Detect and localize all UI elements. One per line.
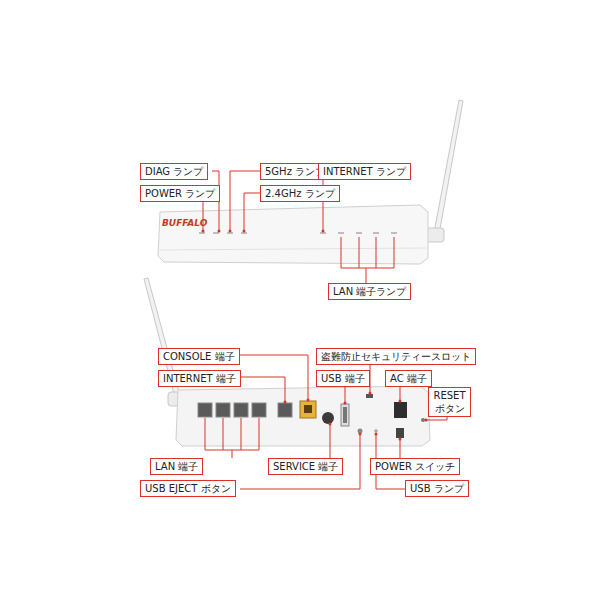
callout-text: USB 端子 xyxy=(321,373,365,384)
port-callout: SERVICE 端子 xyxy=(268,458,343,475)
lamp-callout: USB ランプ xyxy=(405,480,469,497)
callout-text: LAN 端子 xyxy=(155,461,198,472)
port-callout: AC 端子 xyxy=(385,370,432,387)
callout-text: POWER ランプ xyxy=(145,188,215,199)
lamp-callout: LAN 端子ランプ xyxy=(328,283,411,300)
brand-logo: BUFFALO xyxy=(162,218,207,228)
callout-text: INTERNET 端子 xyxy=(163,373,236,384)
port-callout: CONSOLE 端子 xyxy=(158,348,240,365)
callout-text: INTERNET ランプ xyxy=(323,166,406,177)
button-callout: RESET ボタン xyxy=(428,387,471,417)
lamp-callout: 2.4GHz ランプ xyxy=(260,185,340,202)
lamp-callout: INTERNET ランプ xyxy=(318,163,411,180)
callout-text: 盗難防止セキュリティースロット xyxy=(321,351,471,362)
callout-text: USB ランプ xyxy=(410,483,464,494)
lamp-callout: POWER ランプ xyxy=(140,185,220,202)
slot-callout: 盗難防止セキュリティースロット xyxy=(316,348,476,365)
lamp-callout: DIAG ランプ xyxy=(140,163,208,180)
callout-text: POWER スイッチ xyxy=(375,461,455,472)
switch-callout: POWER スイッチ xyxy=(370,458,460,475)
port-callout: INTERNET 端子 xyxy=(158,370,241,387)
button-callout: USB EJECT ボタン xyxy=(140,480,236,497)
callout-text: SERVICE 端子 xyxy=(273,461,338,472)
callout-text: DIAG ランプ xyxy=(145,166,203,177)
callout-text: 2.4GHz ランプ xyxy=(265,188,335,199)
callout-text: LAN 端子ランプ xyxy=(333,286,406,297)
callout-text: 5GHz ランプ xyxy=(265,166,325,177)
callout-text: USB EJECT ボタン xyxy=(145,483,231,494)
callout-text: CONSOLE 端子 xyxy=(163,351,235,362)
port-callout: LAN 端子 xyxy=(150,458,203,475)
callout-text: RESET ボタン xyxy=(433,390,465,414)
port-callout: USB 端子 xyxy=(316,370,370,387)
callout-text: AC 端子 xyxy=(390,373,427,384)
